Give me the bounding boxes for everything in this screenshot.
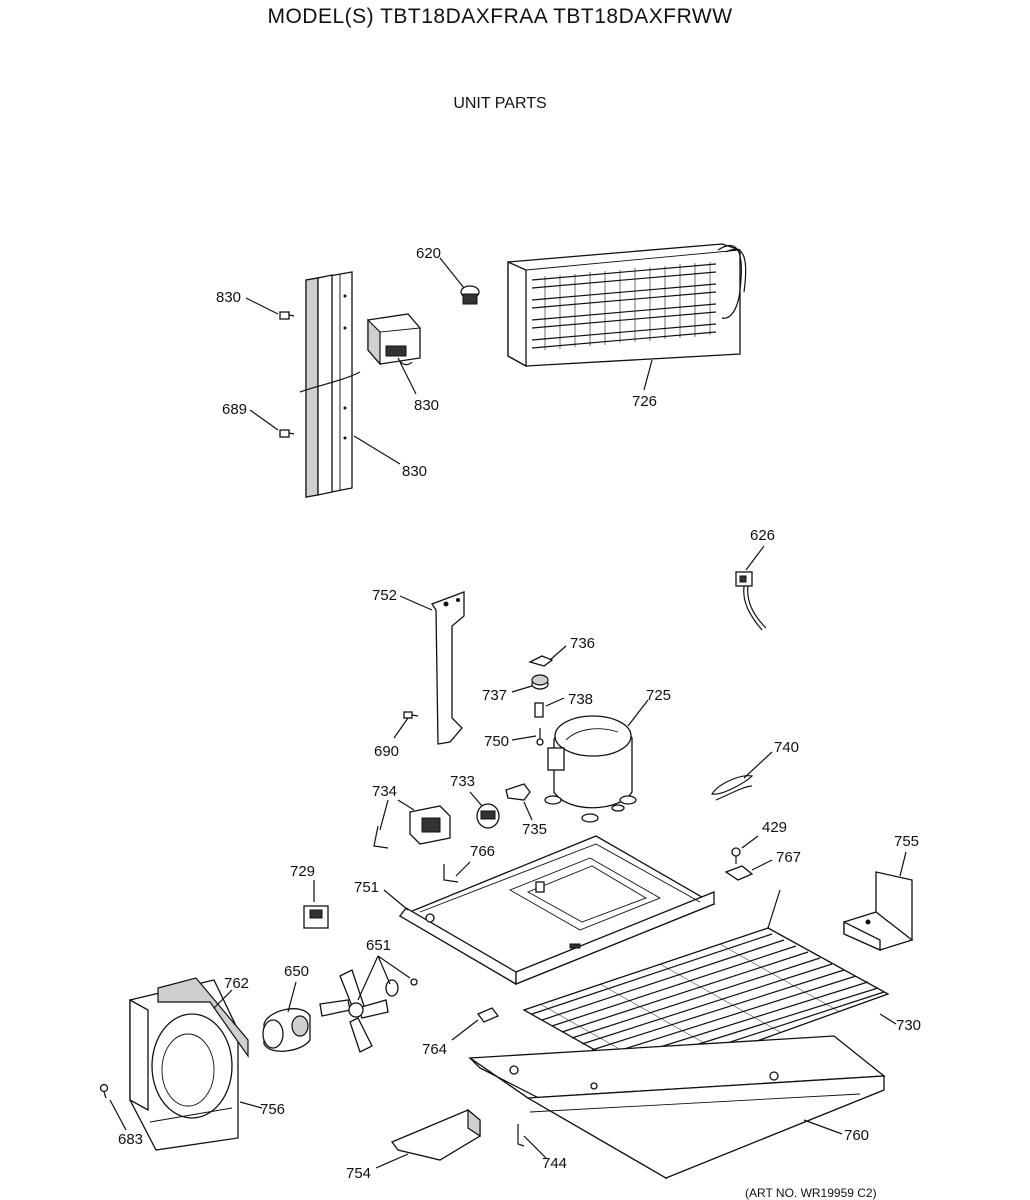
part-755-bracket	[843, 871, 914, 952]
part-751-compartment-pan	[398, 835, 716, 986]
part-683-screw	[99, 1083, 109, 1099]
part-735-cover	[505, 783, 531, 801]
part-754-baffle	[390, 1108, 481, 1161]
part-651-fan-blade	[319, 969, 418, 1053]
callout-690: 690	[374, 743, 399, 760]
part-729-capacitor	[303, 905, 329, 929]
callout-651: 651	[366, 937, 391, 954]
part-733-overload	[476, 803, 500, 829]
callout-736: 736	[570, 635, 595, 652]
part-740-clip	[711, 775, 754, 801]
callout-689: 689	[222, 401, 247, 418]
part-738-sleeve	[534, 702, 544, 718]
callout-725: 725	[646, 687, 671, 704]
callout-830-screw: 830	[216, 289, 241, 306]
callout-626: 626	[750, 527, 775, 544]
callout-429: 429	[762, 819, 787, 836]
art-number: (ART NO. WR19959 C2)	[745, 1186, 877, 1200]
part-429-screw	[731, 847, 741, 864]
callout-740: 740	[774, 739, 799, 756]
part-736-clip	[528, 655, 554, 667]
part-626-wire-harness	[735, 571, 767, 631]
part-767-clip	[724, 865, 754, 881]
callout-729: 729	[290, 863, 315, 880]
callout-737: 737	[482, 687, 507, 704]
callout-767: 767	[776, 849, 801, 866]
part-690-screw	[403, 711, 419, 719]
callout-650: 650	[284, 963, 309, 980]
part-730-condenser	[522, 889, 890, 1081]
page-title: MODEL(S) TBT18DAXFRAA TBT18DAXFRWW	[267, 5, 733, 28]
leader-lines	[109, 257, 907, 1169]
callout-735: 735	[522, 821, 547, 838]
part-734-relay	[373, 805, 451, 849]
part-725-compressor	[544, 715, 637, 823]
part-830-relay-box	[367, 313, 421, 366]
part-689-screw	[279, 429, 295, 438]
callout-752: 752	[372, 587, 397, 604]
callout-730: 730	[896, 1017, 921, 1034]
callout-766: 766	[470, 843, 495, 860]
part-750-screw	[536, 728, 544, 746]
part-830-channel-bracket	[299, 271, 361, 498]
callout-733: 733	[450, 773, 475, 790]
callout-830-relay: 830	[414, 397, 439, 414]
callout-734: 734	[372, 783, 397, 800]
callout-755: 755	[894, 833, 919, 850]
part-737-grommet	[531, 674, 549, 690]
part-726-evaporator	[507, 243, 747, 368]
callout-683: 683	[118, 1131, 143, 1148]
part-764-clip	[476, 1007, 500, 1023]
callout-762: 762	[224, 975, 249, 992]
callout-760: 760	[844, 1127, 869, 1144]
part-752-mounting-strap	[431, 591, 465, 745]
callout-751: 751	[354, 879, 379, 896]
callout-726: 726	[632, 393, 657, 410]
part-766-clip	[443, 864, 459, 883]
callout-738: 738	[568, 691, 593, 708]
part-650-fan-motor	[262, 1008, 311, 1052]
part-762-shroud-seal	[157, 977, 249, 1058]
page-subtitle: UNIT PARTS	[453, 95, 547, 112]
part-756-fan-shroud	[129, 979, 239, 1151]
part-760-drain-pan	[468, 1035, 886, 1180]
callout-764: 764	[422, 1041, 447, 1058]
part-830-screw	[279, 311, 295, 320]
callout-830-channel: 830	[402, 463, 427, 480]
part-744-clip	[517, 1124, 525, 1147]
callout-744: 744	[542, 1155, 567, 1172]
callout-labels: 830 830 830 689 620 726 626 752 736 737 …	[118, 245, 921, 1182]
part-620-thermostat	[460, 285, 480, 305]
callout-620: 620	[416, 245, 441, 262]
callout-754: 754	[346, 1165, 371, 1182]
callout-756: 756	[260, 1101, 285, 1118]
callout-750: 750	[484, 733, 509, 750]
